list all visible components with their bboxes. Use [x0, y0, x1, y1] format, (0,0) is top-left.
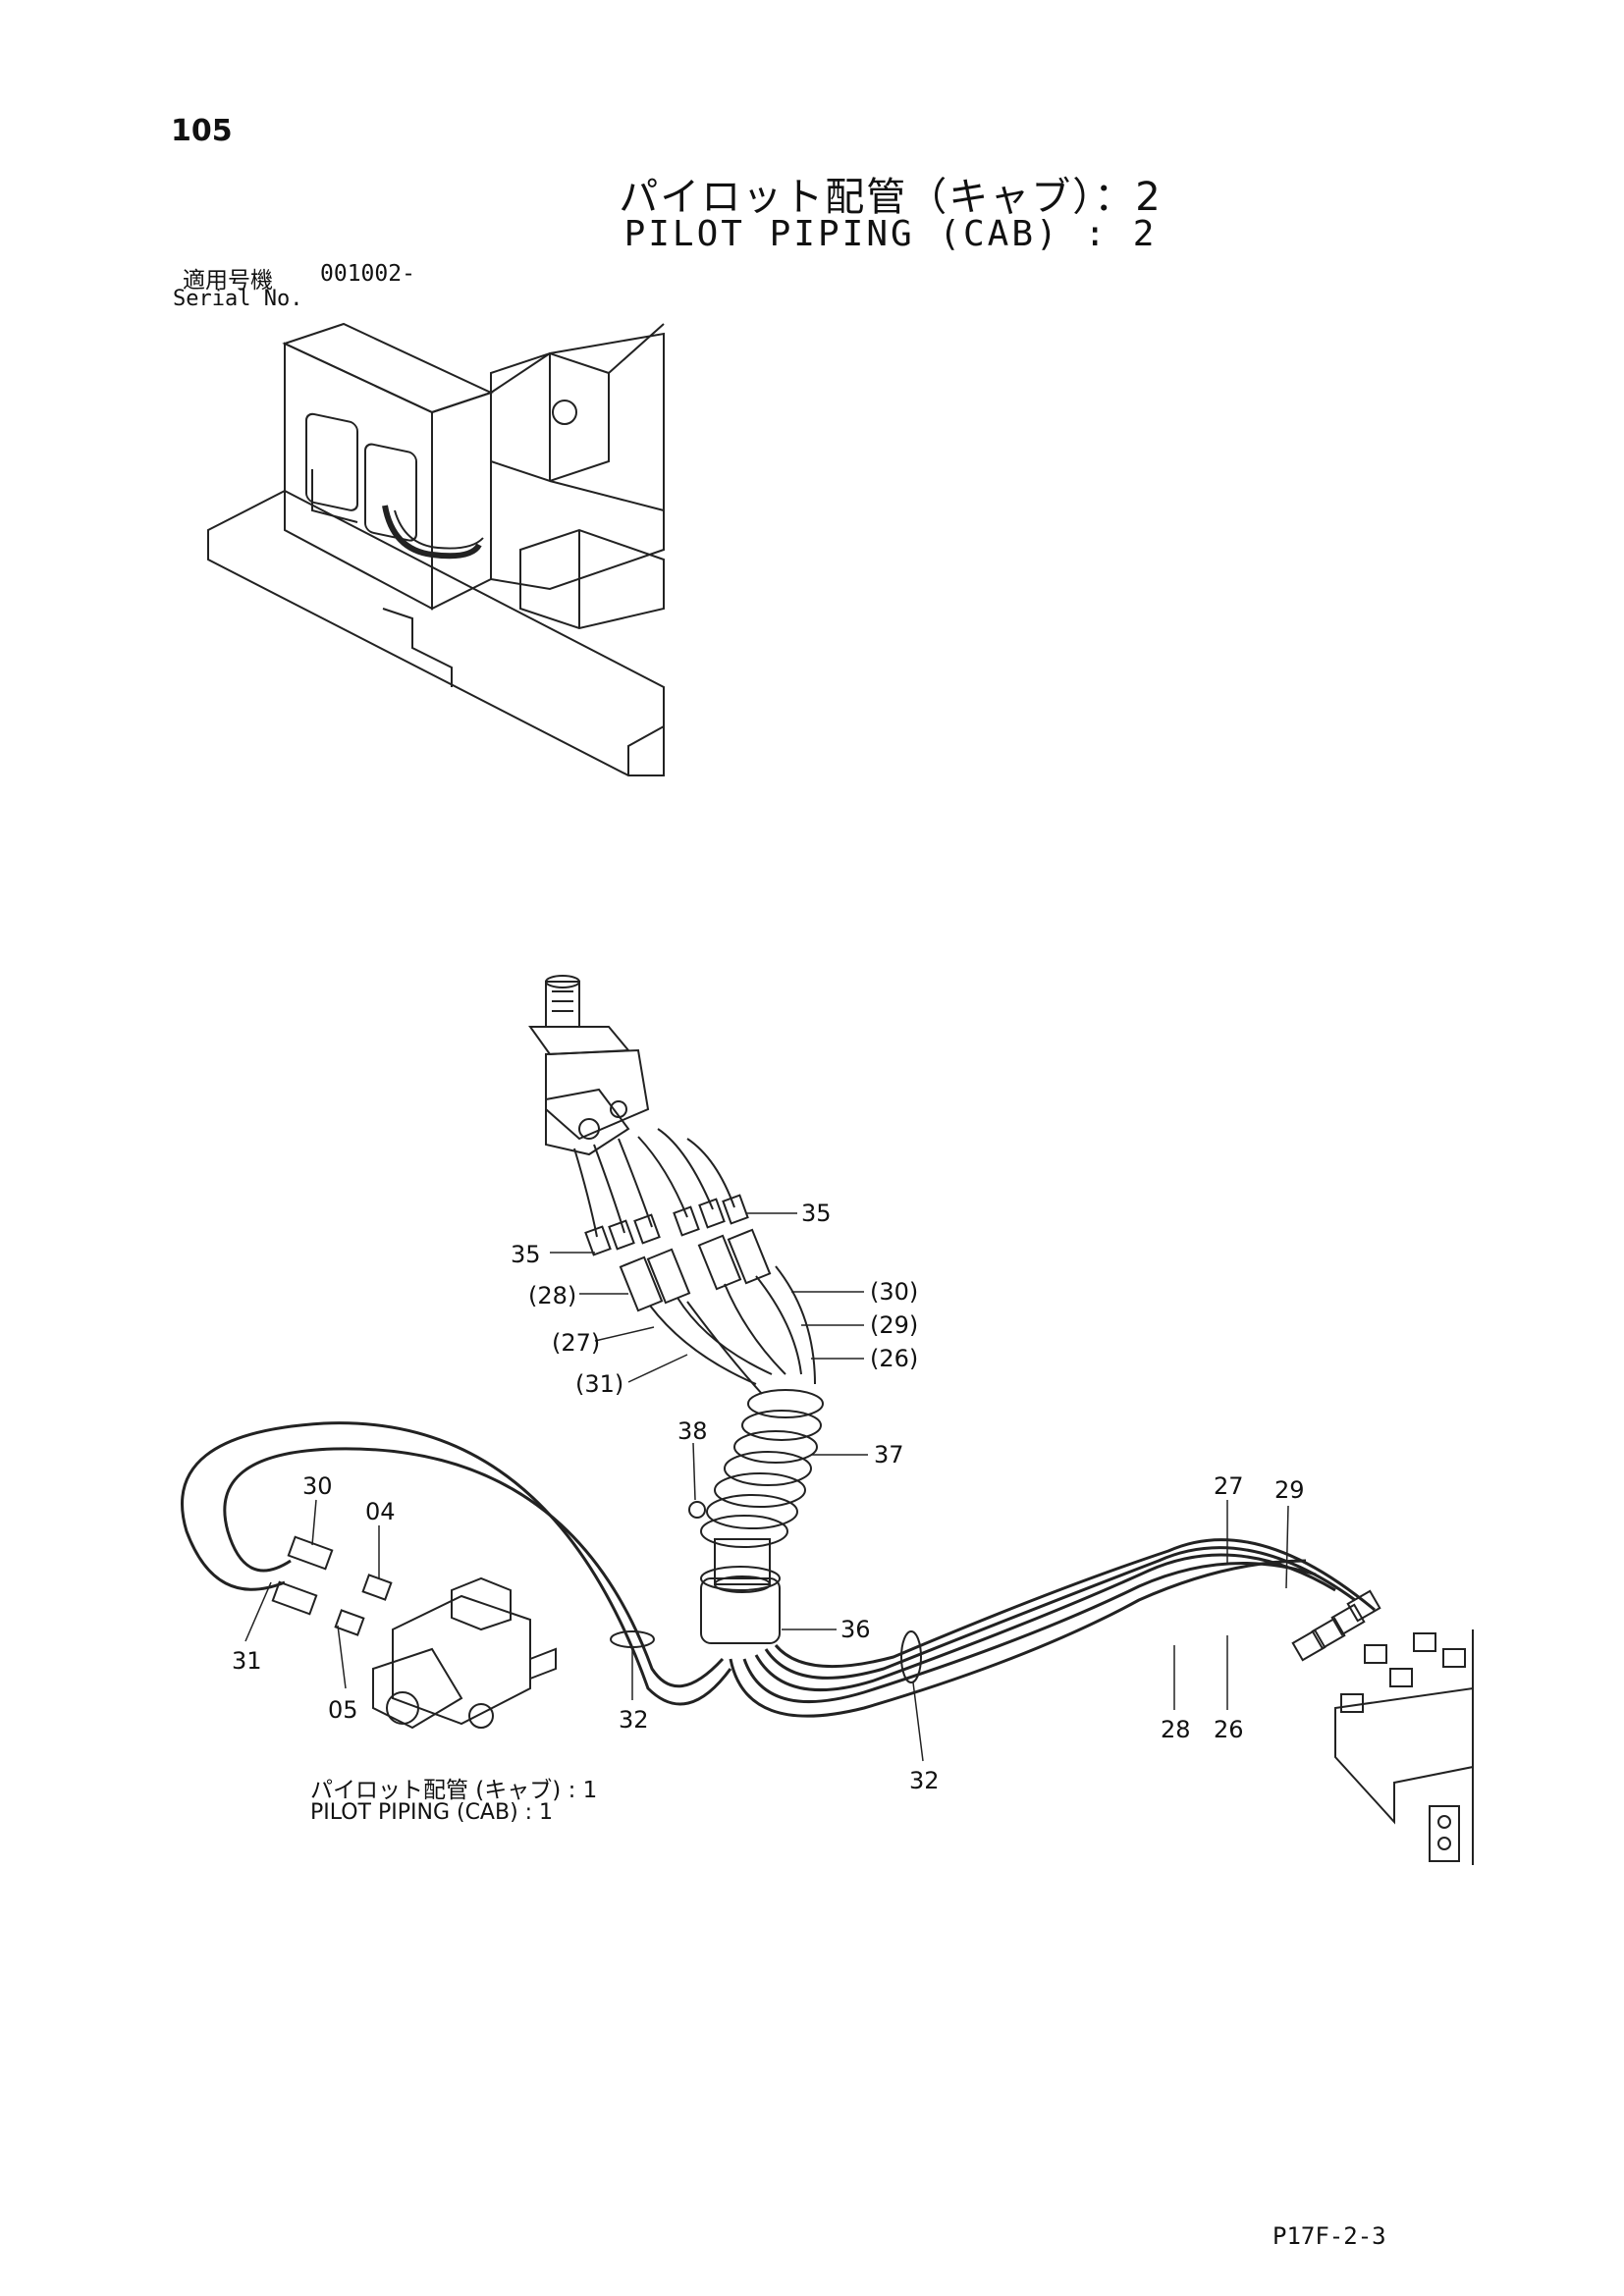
- reference-label-english: PILOT PIPING (CAB) : 1: [310, 1800, 554, 1825]
- callout-35-top: 35: [801, 1200, 832, 1227]
- page-number: 105: [171, 114, 233, 148]
- callout-32-left: 32: [619, 1706, 649, 1734]
- overview-sketch: [207, 322, 665, 776]
- footer-code: P17F-2-3: [1272, 2222, 1386, 2250]
- callout-04: 04: [365, 1498, 396, 1525]
- callout-numbers: 35 35 (28) (27) (31) (30) (29) (26) 38 3…: [232, 1200, 1305, 1794]
- callout-28: 28: [1161, 1716, 1191, 1743]
- reference-label-japanese: パイロット配管 (キャブ) : 1: [310, 1778, 598, 1803]
- hose-bundle: [573, 1128, 816, 1395]
- serial-label-japanese: 適用号機: [183, 268, 273, 294]
- callout-27-paren: (27): [552, 1329, 600, 1357]
- callout-29: 29: [1274, 1476, 1305, 1504]
- long-hoses: [181, 1421, 1376, 1718]
- leader-lines: [244, 1212, 1289, 1762]
- callout-30-paren: (30): [870, 1278, 918, 1306]
- pilot-valve-top: [528, 975, 650, 1156]
- title-japanese: パイロット配管（キャブ）：2: [619, 175, 1163, 220]
- callout-31-paren: (31): [575, 1370, 623, 1398]
- callout-35-left: 35: [511, 1241, 541, 1268]
- fitting-group-35: [584, 1194, 749, 1256]
- callout-37: 37: [874, 1441, 904, 1468]
- callout-05: 05: [328, 1696, 358, 1724]
- title-english: PILOT PIPING (CAB) : 2: [623, 214, 1158, 254]
- callout-27: 27: [1214, 1472, 1244, 1500]
- callout-26: 26: [1214, 1716, 1244, 1743]
- right-fittings-bracket: [1291, 1589, 1474, 1865]
- corrugated-boot: [688, 1389, 824, 1644]
- callout-29-paren: (29): [870, 1311, 918, 1339]
- serial-label-english: Serial No.: [173, 287, 303, 311]
- left-pilot-valve: [271, 1535, 557, 1730]
- callout-31: 31: [232, 1647, 262, 1675]
- callout-26-paren: (26): [870, 1345, 918, 1372]
- serial-number-value: 001002-: [320, 261, 415, 287]
- callout-38: 38: [677, 1417, 708, 1445]
- callout-32-bottom: 32: [909, 1767, 940, 1794]
- callout-30: 30: [302, 1472, 333, 1500]
- callout-36: 36: [840, 1616, 871, 1643]
- callout-28-paren: (28): [528, 1282, 576, 1309]
